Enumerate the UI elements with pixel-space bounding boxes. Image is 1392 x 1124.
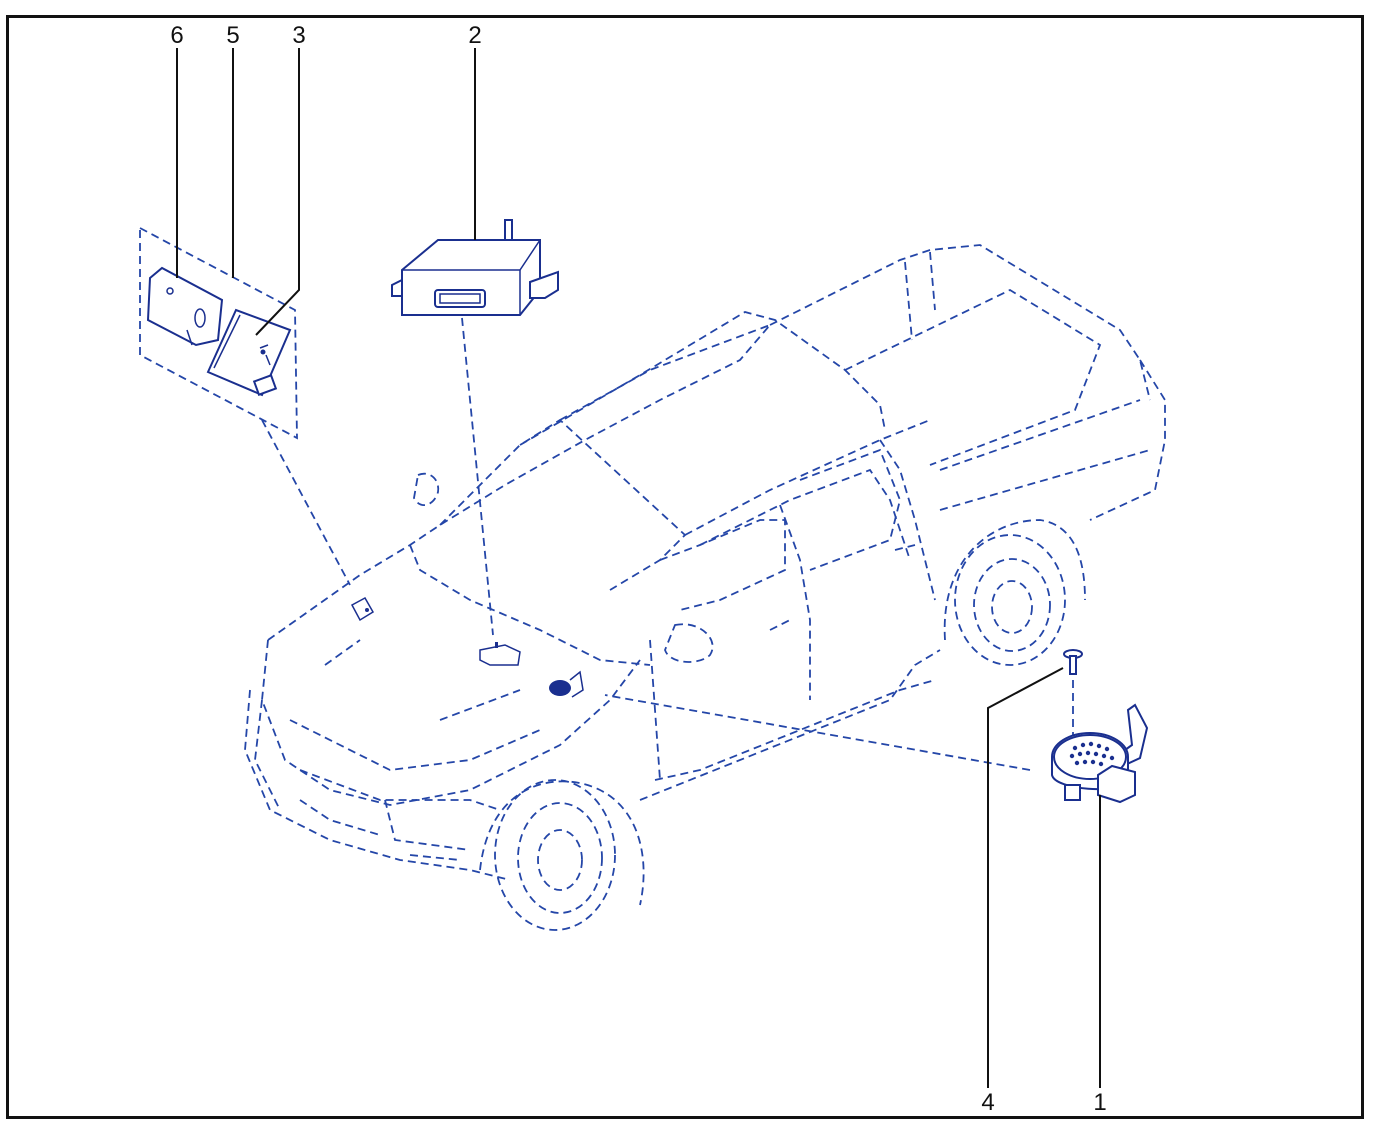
installation-arrows — [261, 317, 1074, 771]
part-2-control-module — [391, 219, 559, 316]
small-module-in-vehicle — [350, 596, 375, 622]
diagram-frame — [6, 15, 1364, 1119]
callout-leaders — [176, 48, 1101, 1088]
callout-3: 3 — [292, 22, 305, 49]
small-horn-in-vehicle — [549, 670, 584, 698]
callout-4: 4 — [981, 1089, 994, 1116]
parts-3-5-6-group — [139, 226, 298, 440]
callout-1: 1 — [1093, 1089, 1106, 1116]
small-ecu-in-vehicle — [479, 642, 521, 666]
callout-2: 2 — [468, 22, 481, 49]
vehicle-outline — [244, 244, 1166, 931]
callout-6: 6 — [170, 22, 183, 49]
part-4-bolt — [1063, 649, 1083, 675]
callout-5: 5 — [226, 22, 239, 49]
part-1-horn — [1051, 703, 1149, 804]
